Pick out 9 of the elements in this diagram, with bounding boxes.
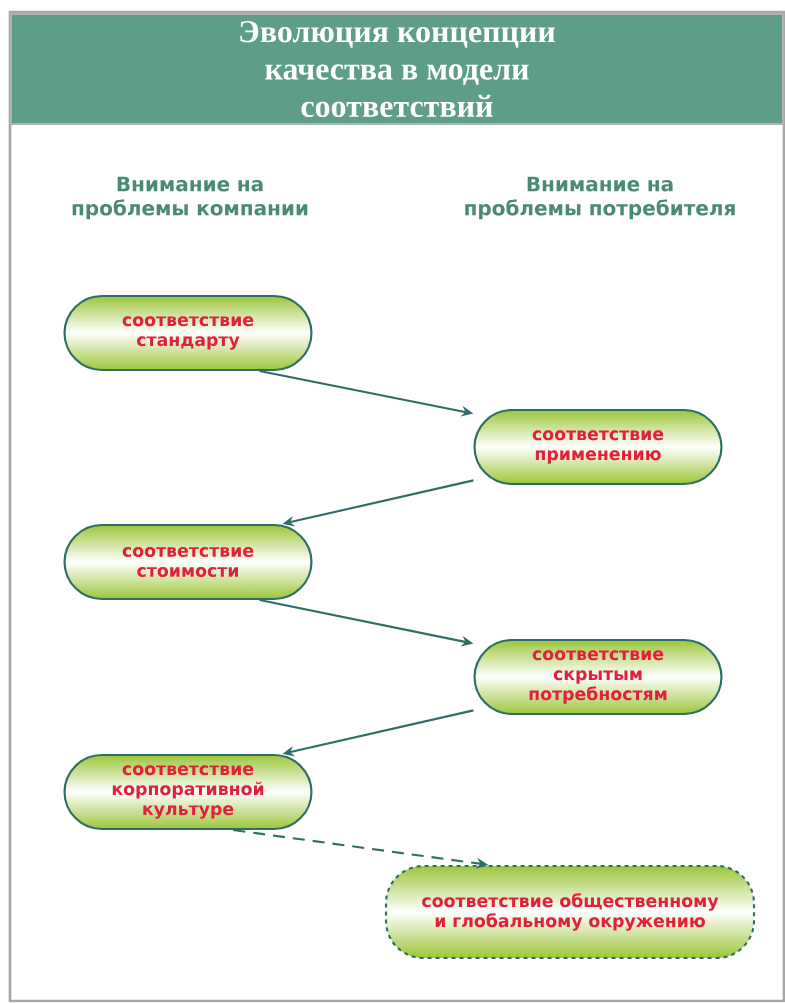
process-box: соответствие общественному и глобальному окружению <box>384 864 756 960</box>
process-box: соответствие применению <box>473 408 723 486</box>
column-heading: Внимание на проблемы компании <box>72 176 308 220</box>
column-heading: Внимание на проблемы потребителя <box>465 176 735 220</box>
process-box: соответствие стоимости <box>63 523 313 601</box>
process-box: соответствие корпоративной культуре <box>63 753 313 831</box>
process-box: соответствие скрытым потребностям <box>473 638 723 716</box>
title-banner: Эволюция концепции качества в модели соответствий <box>10 13 784 125</box>
process-box: соответствие стандарту <box>63 294 313 372</box>
